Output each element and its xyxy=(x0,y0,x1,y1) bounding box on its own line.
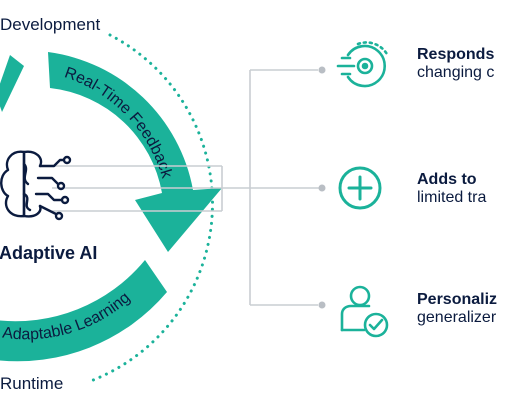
runtime-label: Runtime xyxy=(0,374,63,393)
benefit-subtitle: changing c xyxy=(417,64,495,81)
benefit-subtitle: limited tra xyxy=(417,189,487,206)
center-title: Adaptive AI xyxy=(0,243,97,263)
benefit-personalizes: Personaliz generalizer xyxy=(417,291,511,327)
arc-arrow-left-fragment xyxy=(0,55,24,112)
connector-lines xyxy=(52,69,322,306)
benefit-subtitle: generalizer xyxy=(417,309,497,326)
responsive-target-icon xyxy=(336,41,390,88)
development-label: Development xyxy=(0,15,100,34)
benefit-title: Responds xyxy=(417,46,495,63)
benefit-adds: Adds to limited tra xyxy=(417,171,511,207)
connector-dots xyxy=(318,66,326,309)
dotted-cycle-ring xyxy=(86,33,214,384)
plus-circle-icon xyxy=(338,166,382,210)
arc-arrow-learning xyxy=(0,260,167,362)
brain-circuit-icon xyxy=(0,150,72,221)
arc-arrow-feedback xyxy=(48,52,222,252)
benefit-title: Personaliz xyxy=(417,291,498,308)
user-check-icon xyxy=(340,285,389,338)
benefit-title: Adds to xyxy=(417,171,477,188)
benefit-responds: Responds changing c xyxy=(417,46,511,82)
